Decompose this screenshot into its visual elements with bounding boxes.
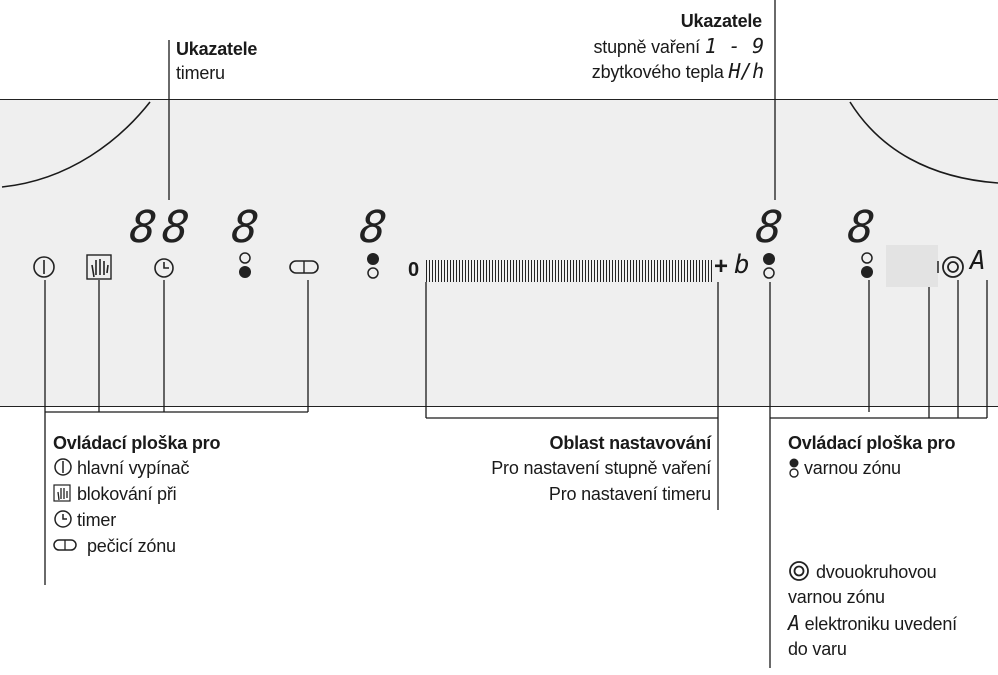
- zone-dots-icon[interactable]: [236, 250, 254, 287]
- bottom-left-item-timer: timer: [53, 509, 116, 531]
- bottom-left-item-oven: pečicí zónu: [53, 535, 176, 557]
- power-icon[interactable]: [30, 253, 58, 286]
- slider-boost-label[interactable]: b: [734, 250, 750, 280]
- slider-start-label: 0: [408, 259, 419, 281]
- bottom-right-item-dual-2: varnou zónu: [788, 587, 885, 607]
- level-indicator-line1: stupně vaření 1 - 9: [593, 34, 764, 58]
- zone-dots-icon-3[interactable]: [760, 250, 778, 287]
- zone-dots-icon-2[interactable]: [364, 250, 382, 287]
- timer-display: 88: [127, 202, 198, 253]
- zone-display-1: 8: [229, 202, 268, 253]
- timer-indicator-sub: timeru: [176, 63, 225, 83]
- zone-display-4: 8: [845, 202, 884, 253]
- control-panel: [0, 99, 998, 407]
- hand-lock-icon[interactable]: [84, 251, 116, 288]
- level-indicator-line2: zbytkového tepla H/h: [591, 59, 764, 83]
- bottom-right-item-boil-1: A elektroniku uvedení: [788, 611, 957, 635]
- bottom-center-line1: Pro nastavení stupně vaření: [491, 458, 711, 478]
- bottom-left-title: Ovládací ploška pro: [53, 433, 221, 453]
- zone-display-2: 8: [357, 202, 396, 253]
- bottom-left-item-lock: blokování při: [53, 483, 177, 505]
- bottom-left-item-power: hlavní vypínač: [53, 457, 189, 479]
- dual-ring-icon[interactable]: [936, 253, 966, 286]
- boil-electronics-symbol[interactable]: A: [970, 246, 986, 276]
- bottom-right-item-zone: varnou zónu: [788, 457, 901, 479]
- oval-zone-icon[interactable]: [288, 257, 322, 282]
- blank-sensor-area: [886, 245, 938, 287]
- zone-dots-icon-4[interactable]: [858, 250, 876, 287]
- slider-plus-label[interactable]: +: [714, 253, 728, 280]
- timer-indicator-title: Ukazatele: [176, 39, 258, 59]
- clock-icon[interactable]: [150, 254, 178, 287]
- setting-slider[interactable]: [426, 260, 712, 282]
- bottom-center-title: Oblast nastavování: [549, 433, 712, 453]
- bottom-center-line2: Pro nastavení timeru: [548, 484, 711, 504]
- zone-display-3: 8: [753, 202, 792, 253]
- level-indicator-title: Ukazatele: [680, 11, 762, 31]
- bottom-right-item-dual-1: dvouokruhovou: [788, 560, 937, 583]
- bottom-right-title: Ovládací ploška pro: [788, 433, 956, 453]
- bottom-right-item-boil-2: do varu: [788, 639, 847, 659]
